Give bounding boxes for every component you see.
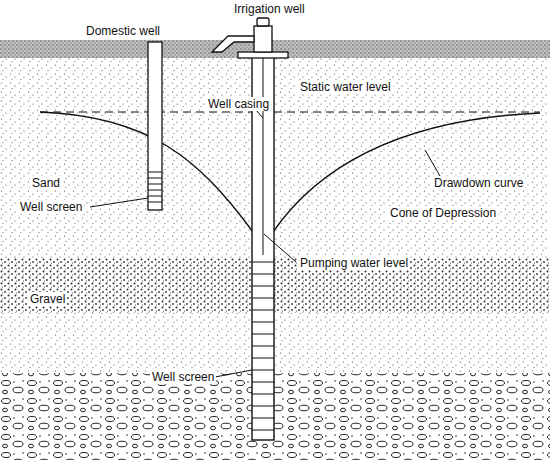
part-label: Sand: [30, 176, 62, 190]
part-label: Gravel: [28, 292, 67, 306]
part-label: Pumping water level: [298, 256, 410, 270]
part-label: Cone of Depression: [388, 206, 498, 220]
part-label: Domestic well: [84, 24, 162, 38]
part-label: Well casing: [206, 97, 271, 111]
part-label: Well screen: [150, 370, 216, 384]
part-label: Static water level: [298, 80, 393, 94]
part-label: Well screen: [18, 200, 84, 214]
part-label: Drawdown curve: [432, 176, 525, 190]
part-label: Irrigation well: [232, 2, 307, 16]
